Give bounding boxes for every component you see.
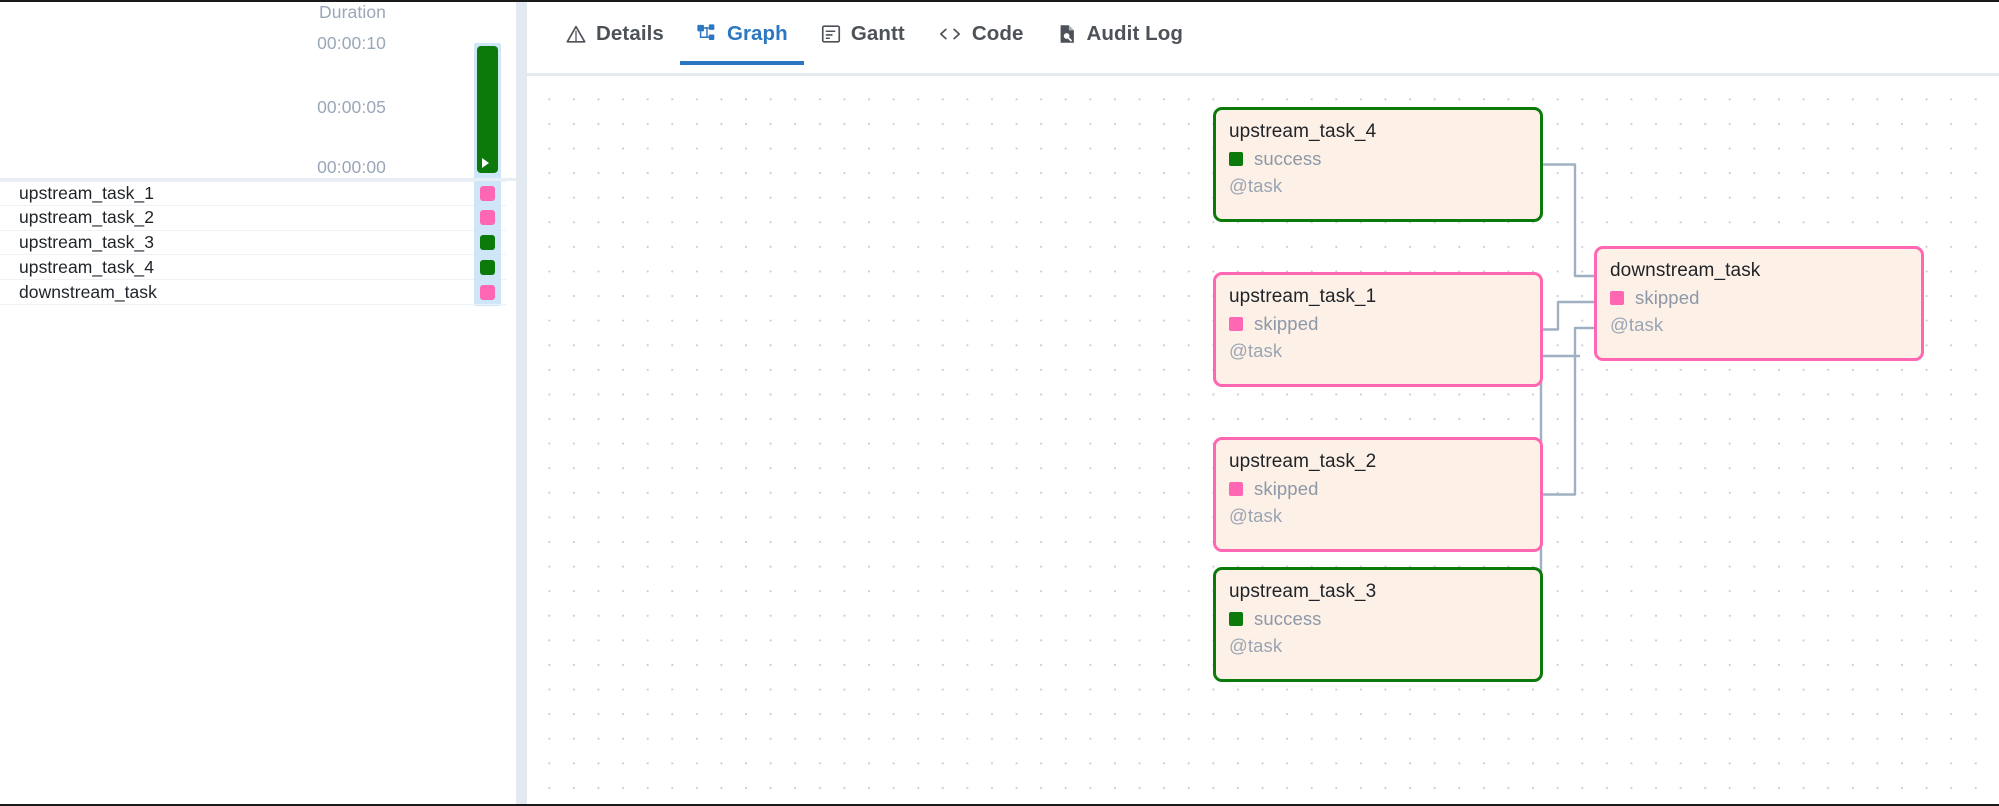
node-status-label: success [1254,608,1322,630]
status-square-skipped [480,210,495,226]
task-row-label: upstream_task_2 [19,207,154,228]
code-brackets-icon [937,23,963,45]
status-square-success [1229,152,1243,167]
node-status-row: skipped [1229,478,1527,500]
task-row-label: upstream_task_3 [19,231,154,252]
warning-triangle-icon [565,23,587,45]
graph-nodes-icon [696,23,718,45]
task-row-status-cell[interactable] [474,230,501,255]
node-status-label: skipped [1254,313,1319,335]
panel-divider[interactable] [516,2,527,804]
document-search-icon [1056,23,1078,45]
status-square-success [480,234,495,250]
status-square-skipped [480,284,495,300]
tab-label: Details [596,22,664,45]
task-row-status-cell[interactable] [474,205,501,231]
graph-edge-upstream_task_2-to-downstream_task [1543,326,1594,496]
duration-header-label: Duration [319,2,386,22]
tab-label: Audit Log [1086,22,1184,45]
status-square-skipped [1610,291,1624,306]
task-row[interactable]: upstream_task_2 [0,205,506,231]
chart-baseline-divider [0,178,527,181]
node-title: downstream_task [1610,260,1761,281]
axis-tick-label: 00:00:05 [317,97,386,117]
task-row-status-cell[interactable] [474,181,501,206]
task-row-label: upstream_task_4 [19,256,154,277]
node-operator-label: @task [1610,314,1664,336]
node-operator-label: @task [1229,635,1283,657]
node-title: upstream_task_4 [1229,121,1377,142]
tab-gantt[interactable]: Gantt [804,16,921,62]
node-operator-label: @task [1229,175,1283,197]
duration-bar[interactable] [477,46,498,173]
node-status-label: success [1254,148,1322,170]
status-square-skipped [1229,317,1243,332]
status-square-skipped [480,185,495,201]
gantt-chart-icon [820,23,842,45]
tab-bar: Details Graph Gantt Code Audit Log [527,2,1999,76]
tab-label: Code [971,22,1024,45]
task-row[interactable]: downstream_task [0,279,506,305]
gantt-duration-panel: Duration 00:00:10 00:00:05 00:00:00 upst… [0,2,527,804]
tab-code[interactable]: Code [921,16,1040,62]
node-title: upstream_task_2 [1229,451,1377,472]
axis-tick-label: 00:00:10 [317,33,386,53]
task-row-status-cell[interactable] [474,254,501,280]
duration-chart: Duration 00:00:10 00:00:05 00:00:00 upst… [0,2,527,804]
task-row[interactable]: upstream_task_3 [0,230,506,256]
node-status-row: skipped [1610,287,1908,309]
status-square-skipped [1229,482,1243,497]
tab-label: Gantt [850,22,905,45]
status-square-success [480,259,495,275]
play-triangle-icon [482,158,489,168]
task-row[interactable]: upstream_task_1 [0,181,506,206]
graph-edge-upstream_task_4-to-downstream_task [1543,163,1594,278]
node-operator-label: @task [1229,505,1283,527]
node-status-row: success [1229,608,1527,630]
node-title: upstream_task_3 [1229,581,1377,602]
tab-auditlog[interactable]: Audit Log [1040,16,1200,62]
task-row-status-cell[interactable] [474,279,501,305]
task-detail-panel: Details Graph Gantt Code Audit Log upstream_… [527,2,1999,804]
task-row[interactable]: upstream_task_4 [0,254,506,281]
task-instance-list: upstream_task_1 upstream_task_2 upstream_t… [0,181,506,305]
tab-graph[interactable]: Graph [679,16,804,65]
graph-edge-upstream_task_1-to-downstream_task [1543,300,1594,331]
node-operator-label: @task [1229,340,1283,362]
graph-edge-upstream_task_3-to-downstream_task [1539,354,1580,626]
node-status-label: skipped [1254,478,1319,500]
node-status-label: skipped [1635,287,1700,309]
status-square-success [1229,612,1243,627]
node-title: upstream_task_1 [1229,286,1377,307]
task-row-label: upstream_task_1 [19,182,154,203]
node-status-row: success [1229,148,1527,170]
axis-tick-label: 00:00:00 [317,157,386,177]
node-status-row: skipped [1229,313,1527,335]
task-row-label: downstream_task [19,281,157,302]
tab-label: Graph [726,22,788,45]
tab-details[interactable]: Details [549,16,680,62]
